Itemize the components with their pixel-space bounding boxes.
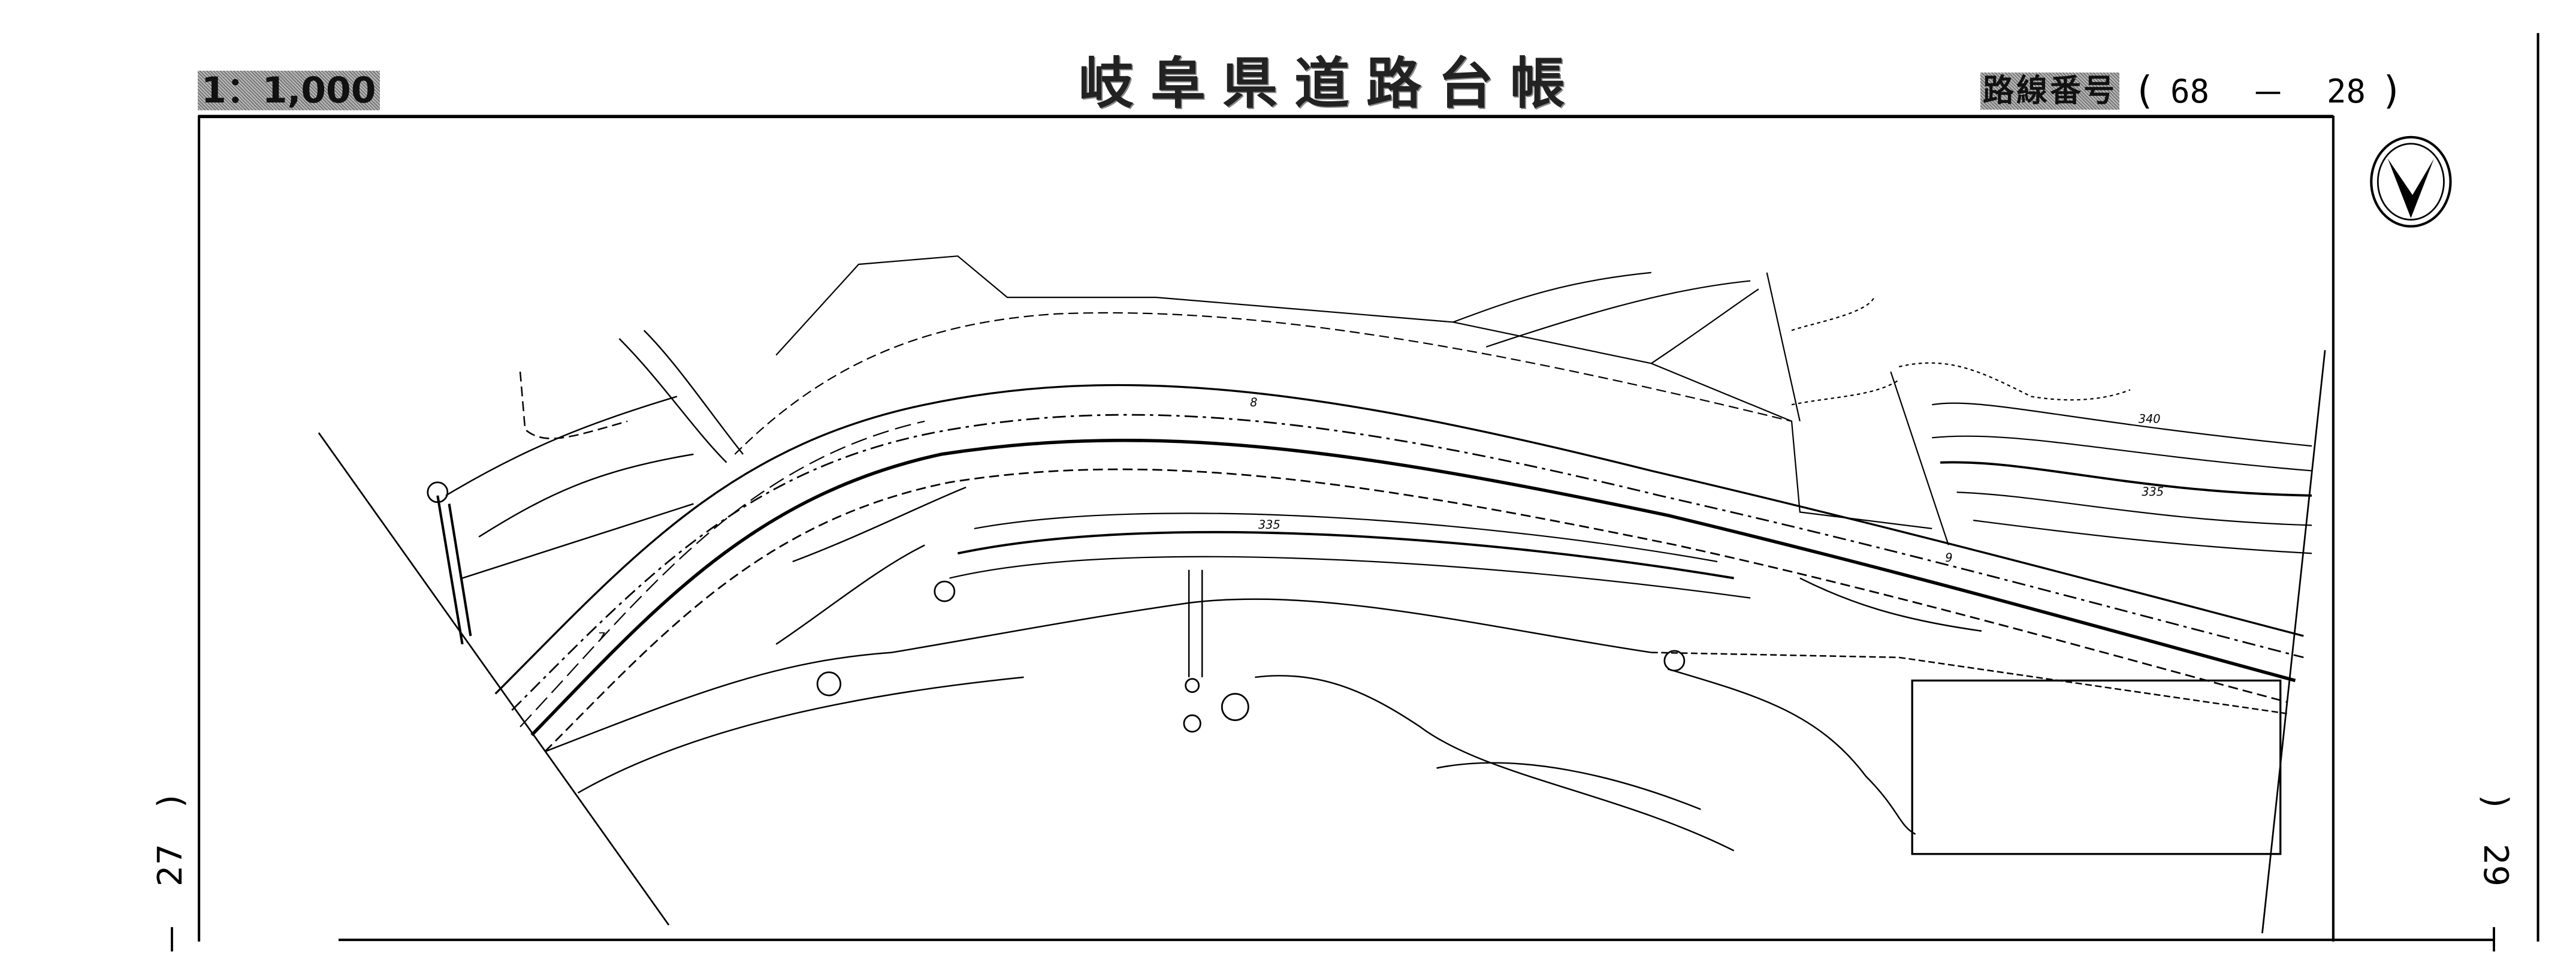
terrain-features — [436, 330, 2287, 855]
map-scale: 1：1,000 — [198, 71, 380, 110]
contour-label: 335 — [1258, 518, 1281, 532]
road — [494, 384, 2304, 752]
slope-top — [734, 255, 2131, 545]
sheet-major: 68 — [2170, 72, 2210, 110]
contour-lines — [949, 402, 2312, 599]
contour-labels: 340 335 335 7 8 9 — [598, 396, 2164, 644]
map-frame — [198, 33, 2539, 942]
sheet-dash: － — [2251, 74, 2285, 114]
station-label: 7 — [598, 630, 606, 644]
sheet-minor: 28 — [2327, 72, 2366, 110]
station-label: 9 — [1945, 551, 1952, 565]
sheet-number-label: 路線番号 — [1980, 73, 2120, 110]
sheet-open-paren: ( — [2137, 69, 2152, 113]
sheet-boundary-lines — [318, 350, 2326, 934]
north-arrow-icon — [2370, 135, 2452, 228]
station-label: 8 — [1250, 396, 1257, 409]
tree-symbols — [427, 481, 1686, 733]
page-title: 岐阜県道路台帳 — [1079, 52, 1583, 116]
sheet-number: 路線番号 ( 68 － 28 ) — [1980, 69, 2417, 114]
sheet-close-paren: ) — [2384, 69, 2399, 113]
contour-label: 335 — [2142, 485, 2164, 499]
contour-label: 340 — [2139, 412, 2161, 426]
